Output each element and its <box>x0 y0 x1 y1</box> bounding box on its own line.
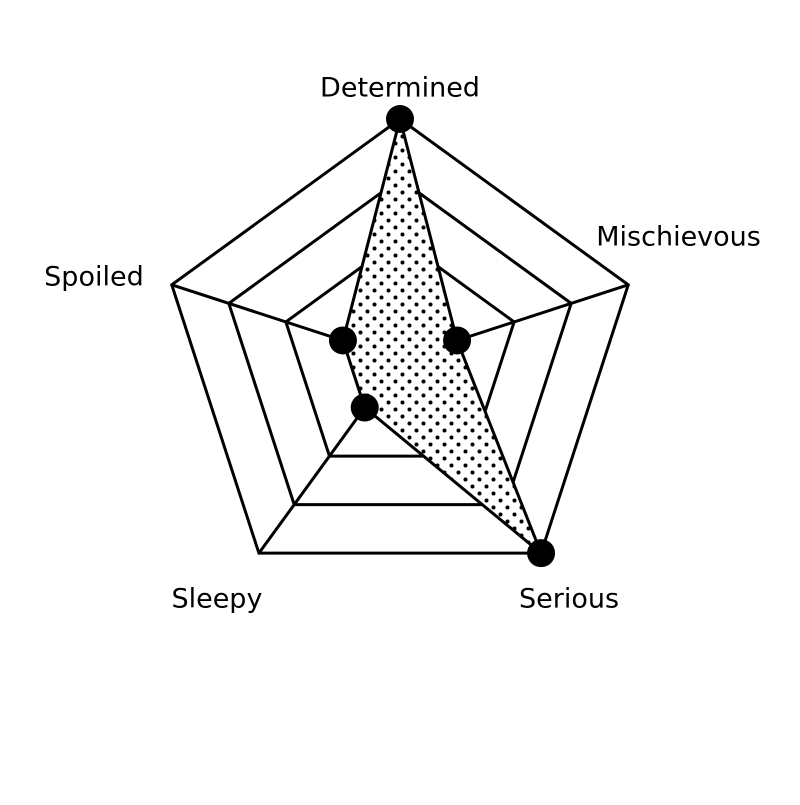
axis-label-serious: Serious <box>519 584 619 615</box>
axis-label-sleepy: Sleepy <box>171 584 262 615</box>
radar-series <box>341 118 543 555</box>
data-area <box>341 118 543 555</box>
axis-label-spoiled: Spoiled <box>44 261 144 292</box>
axis-label-mischievous: Mischievous <box>596 221 761 252</box>
data-point-sleepy <box>350 393 379 422</box>
radar-markers <box>328 105 556 568</box>
grid-ring-4 <box>169 117 631 555</box>
axis-label-determined: Determined <box>320 73 480 104</box>
grid-ring-3 <box>227 177 573 507</box>
data-point-mischievous <box>443 326 472 355</box>
data-point-serious <box>527 539 556 568</box>
grid-ring-2 <box>284 237 516 458</box>
data-point-spoiled <box>328 326 357 355</box>
data-point-determined <box>386 105 414 133</box>
